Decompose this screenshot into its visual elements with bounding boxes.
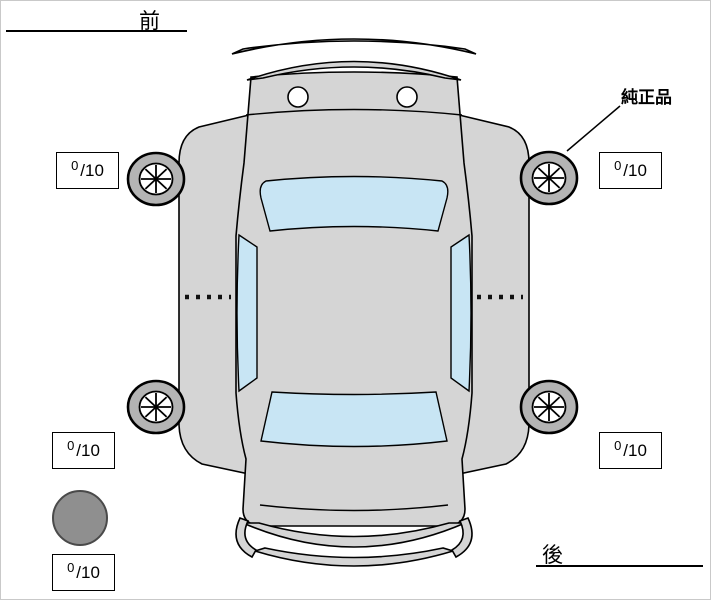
tread-value: 0	[614, 158, 622, 173]
tread-scale: /10	[623, 440, 647, 460]
rear-bottom-strip	[252, 547, 456, 567]
rear-label: 後	[542, 544, 563, 567]
tread-box-front-left: 0 /10	[56, 152, 119, 189]
tread-box-rear-right: 0 /10	[599, 432, 662, 469]
hood-circle-right	[396, 86, 418, 108]
wheel-front-right	[519, 150, 579, 206]
genuine-part-label: 純正品	[621, 88, 672, 107]
spare-tire	[52, 490, 108, 546]
tread-value: 0	[67, 438, 75, 453]
tread-box-rear-left: 0 /10	[52, 432, 115, 469]
tread-scale: /10	[76, 440, 100, 460]
front-top-strip	[231, 38, 477, 55]
tread-box-front-right: 0 /10	[599, 152, 662, 189]
rear-corner-right	[450, 516, 473, 559]
tread-scale: /10	[76, 562, 100, 582]
wheel-rear-right	[519, 379, 579, 435]
front-bumper	[246, 60, 462, 81]
rear-bumper	[242, 522, 466, 548]
tread-scale: /10	[80, 160, 104, 180]
genuine-part-leader-line	[566, 105, 621, 152]
front-label: 前	[139, 10, 160, 33]
rear-underline	[536, 565, 703, 567]
tread-value: 0	[67, 560, 75, 575]
left-side-panel	[178, 113, 250, 475]
right-side-window	[450, 233, 472, 393]
rear-corner-left	[235, 516, 258, 559]
front-underline	[6, 30, 187, 32]
hood-circle-left	[287, 86, 309, 108]
tread-scale: /10	[623, 160, 647, 180]
wheel-front-left	[126, 151, 186, 207]
car-center-body	[235, 71, 473, 527]
tread-value: 0	[614, 438, 622, 453]
rear-window	[260, 391, 448, 448]
trunk-line	[259, 504, 449, 512]
right-side-panel	[458, 113, 530, 475]
windshield	[259, 175, 449, 232]
left-side-window	[236, 233, 258, 393]
tread-value: 0	[71, 158, 79, 173]
tread-box-spare: 0 /10	[52, 554, 115, 591]
wheel-rear-left	[126, 379, 186, 435]
hood-line	[245, 108, 463, 116]
